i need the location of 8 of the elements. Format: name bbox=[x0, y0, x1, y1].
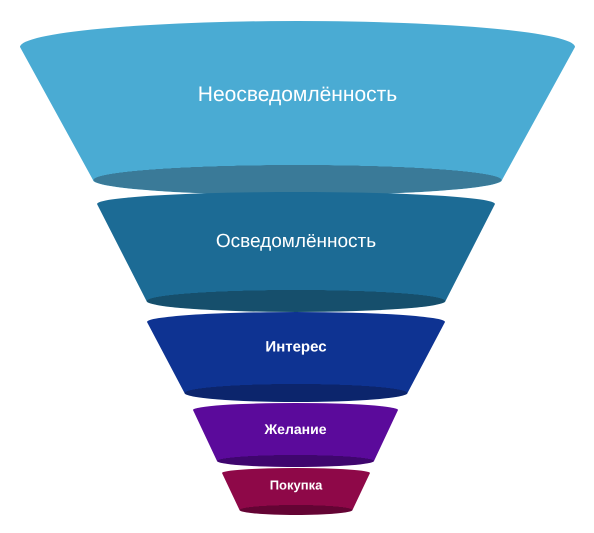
funnel-segment bbox=[222, 468, 370, 515]
stage-label: Интерес bbox=[265, 338, 327, 356]
stage-label: Неосведомлённость bbox=[198, 82, 398, 108]
funnel-segment bbox=[193, 403, 398, 467]
funnel-segment bbox=[97, 192, 495, 312]
stage-label: Покупка bbox=[270, 478, 322, 494]
stage-label: Осведомлённость bbox=[216, 231, 376, 253]
stage-label: Желание bbox=[264, 420, 326, 438]
